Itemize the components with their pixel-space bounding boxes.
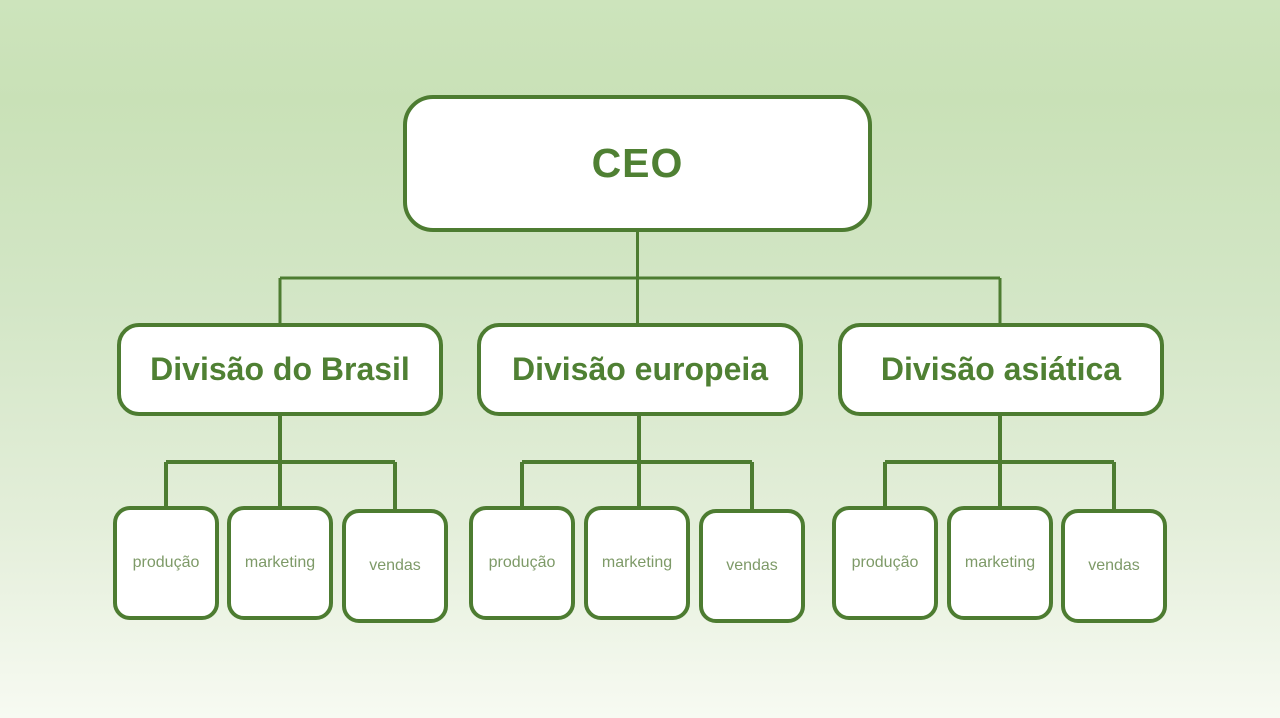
org-node-division-europeia: Divisão europeia [477, 323, 803, 416]
org-node-asiatica-vendas-label: vendas [1088, 557, 1140, 574]
org-node-asiatica-marketing: marketing [947, 506, 1053, 620]
connector-ceo-to-divisions [278, 230, 1002, 325]
org-node-brasil-vendas-label: vendas [369, 557, 421, 574]
org-node-asiatica-marketing-label: marketing [964, 554, 1036, 571]
connector-brasil-to-children [164, 414, 397, 512]
org-node-division-europeia-label: Divisão europeia [511, 351, 769, 387]
org-node-brasil-producao-label: produção [132, 554, 200, 571]
org-node-brasil-marketing-label: marketing [244, 554, 316, 571]
org-node-europeia-producao-label: produção [488, 554, 556, 571]
org-node-ceo: CEO [403, 95, 872, 232]
org-node-europeia-producao: produção [469, 506, 575, 620]
org-node-division-brasil: Divisão do Brasil [117, 323, 443, 416]
connector-europeia-to-children [520, 414, 754, 512]
org-node-division-asiatica: Divisão asiática [838, 323, 1164, 416]
org-node-brasil-producao: produção [113, 506, 219, 620]
org-node-europeia-marketing: marketing [584, 506, 690, 620]
org-node-europeia-marketing-label: marketing [601, 554, 673, 571]
org-node-asiatica-producao-label: produção [851, 554, 919, 571]
org-node-division-brasil-label: Divisão do Brasil [150, 351, 410, 387]
connector-asiatica-to-children [883, 416, 1116, 512]
org-node-europeia-vendas: vendas [699, 509, 805, 623]
org-node-asiatica-producao: produção [832, 506, 938, 620]
org-node-asiatica-vendas: vendas [1061, 509, 1167, 623]
org-node-brasil-vendas: vendas [342, 509, 448, 623]
org-node-europeia-vendas-label: vendas [726, 557, 778, 574]
org-node-brasil-marketing: marketing [227, 506, 333, 620]
org-node-ceo-label: CEO [591, 140, 684, 186]
org-node-division-asiatica-label: Divisão asiática [880, 351, 1122, 387]
